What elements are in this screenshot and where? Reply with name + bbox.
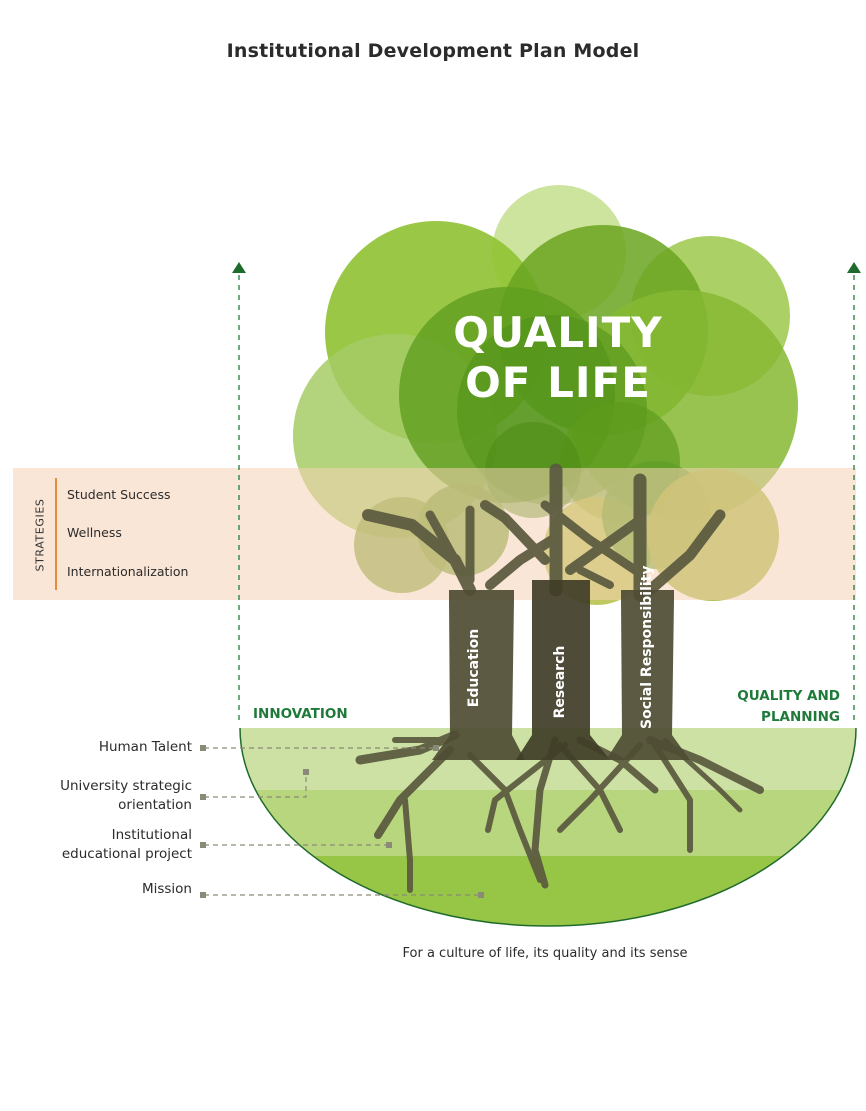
connector-dot bbox=[386, 842, 392, 848]
page-title: Institutional Development Plan Model bbox=[226, 40, 640, 62]
soil-outline bbox=[239, 727, 857, 927]
pillar-education: Education bbox=[466, 628, 482, 708]
strategy-student-success: Student Success bbox=[67, 487, 171, 502]
center-title-line-1: QUALITY bbox=[453, 308, 663, 357]
root-mission: Mission bbox=[141, 881, 192, 897]
innovation-arrow bbox=[232, 262, 246, 725]
connector-dot bbox=[478, 892, 484, 898]
root-strategic-orientation: University strategic orientation bbox=[60, 777, 192, 815]
strategy-wellness: Wellness bbox=[67, 525, 122, 540]
trunk-research bbox=[516, 600, 610, 760]
root-human-talent: Human Talent bbox=[98, 739, 192, 755]
root-educational-project: Institutional educational project bbox=[62, 826, 192, 864]
root-educational-line-2: educational project bbox=[61, 846, 192, 862]
center-title-line-2: OF LIFE bbox=[465, 358, 651, 407]
quality-of-life-title: QUALITY OF LIFE bbox=[453, 308, 662, 408]
strategies-heading: STRATEGIES bbox=[33, 498, 47, 572]
trunk-social bbox=[606, 600, 690, 760]
connector-dot bbox=[200, 842, 206, 848]
connector-dot bbox=[433, 745, 439, 751]
root-strategic-line-1: University strategic bbox=[60, 778, 192, 794]
connector-dot bbox=[200, 794, 206, 800]
strategies-divider bbox=[55, 478, 57, 590]
quality-planning-label: QUALITY AND PLANNING bbox=[737, 686, 840, 728]
root-educational-line-1: Institutional bbox=[111, 827, 192, 843]
trunk-education bbox=[432, 600, 525, 760]
pillar-research: Research bbox=[552, 645, 568, 719]
caption: For a culture of life, its quality and i… bbox=[402, 946, 688, 961]
strategy-internationalization: Internationalization bbox=[67, 564, 189, 579]
tree-canopy bbox=[293, 185, 798, 605]
quality-planning-line-2: PLANNING bbox=[761, 709, 840, 725]
strategies-band bbox=[13, 468, 856, 600]
quality-planning-line-1: QUALITY AND bbox=[737, 688, 840, 704]
connector-dot bbox=[200, 892, 206, 898]
quality-arrow bbox=[847, 262, 861, 725]
innovation-label: INNOVATION bbox=[253, 706, 348, 722]
connector-dot bbox=[303, 769, 309, 775]
pillar-social-responsibility: Social Responsibility bbox=[639, 565, 655, 729]
root-strategic-line-2: orientation bbox=[118, 797, 192, 813]
connector-dot bbox=[200, 745, 206, 751]
